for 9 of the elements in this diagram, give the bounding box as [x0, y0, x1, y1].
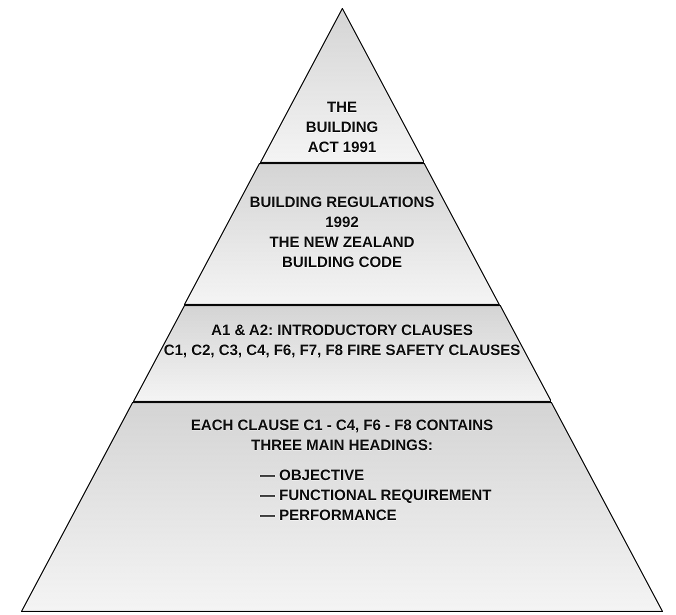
- list-item: — PERFORMANCE: [259, 506, 398, 526]
- tier-heading: EACH CLAUSE C1 - C4, F6 - F8 CONTAINS THREE MAIN HEADINGS:: [190, 416, 494, 456]
- tier-text: THE NEW ZEALAND BUILDING CODE: [268, 233, 416, 273]
- tier-heading: THE BUILDING ACT 1991: [304, 98, 380, 158]
- tier-heading: BUILDING REGULATIONS 1992: [248, 193, 436, 233]
- list-item: — OBJECTIVE: [259, 466, 366, 486]
- list-item: — FUNCTIONAL REQUIREMENT: [259, 486, 492, 506]
- tier-text: C1, C2, C3, C4, F6, F7, F8 FIRE SAFETY CLAUSES: [162, 341, 522, 361]
- tier-heading: A1 & A2: INTRODUCTORY CLAUSES: [210, 321, 474, 341]
